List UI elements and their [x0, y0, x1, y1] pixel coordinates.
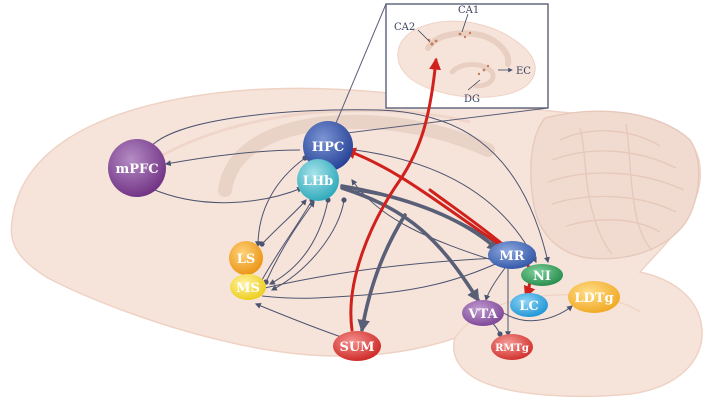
node-label-ls: LS	[237, 252, 256, 267]
arrow-lhb-sum	[357, 213, 407, 333]
node-label-vta: VTA	[467, 307, 498, 322]
node-label-lc: LC	[519, 299, 539, 314]
node-hpc[interactable]: HPC	[303, 121, 353, 171]
node-ldtg[interactable]: LDTg	[568, 281, 620, 313]
arrow-hpc-mpfc	[164, 149, 301, 167]
arrow-mr-hpc	[343, 147, 507, 250]
arrow-hpc-ni	[354, 149, 537, 264]
node-lc[interactable]: LC	[510, 293, 548, 317]
arrow-mr-vta	[484, 267, 506, 302]
arrow-lhb-ms-2	[270, 199, 345, 291]
node-label-lhb: LHb	[303, 174, 334, 189]
inset-label-dg: DG	[464, 94, 480, 105]
node-rmtg[interactable]: RMTg	[491, 334, 533, 360]
node-vta[interactable]: VTA	[462, 300, 504, 326]
arrow-lhb-mr	[340, 184, 500, 252]
node-label-ms: MS	[236, 281, 260, 296]
node-ni[interactable]: NI	[521, 264, 563, 286]
arrow-mr-lhb	[351, 179, 499, 263]
node-label-mr: MR	[499, 249, 524, 264]
brain-body	[10, 87, 703, 398]
arrow-mpfc-ni	[147, 109, 550, 264]
arrow-mpfc-lhb	[149, 187, 304, 204]
arrow-sum-inset	[349, 57, 442, 332]
inset-label-ca2: CA2	[394, 22, 415, 33]
arrow-lhb-ms	[268, 199, 329, 285]
node-ms[interactable]: MS	[230, 274, 266, 300]
node-label-sum: SUM	[339, 340, 374, 355]
node-label-hpc: HPC	[312, 140, 344, 155]
arrow-vta-ldtg	[501, 305, 573, 322]
arrow-ms-lhb	[265, 201, 315, 283]
inset-label-ec: EC	[516, 66, 531, 77]
brain-outline	[10, 87, 703, 398]
node-mr[interactable]: MR	[488, 241, 536, 269]
node-label-ni: NI	[533, 269, 551, 284]
node-sum[interactable]: SUM	[333, 331, 381, 361]
inset-label-ca1: CA1	[458, 5, 479, 16]
node-mpfc[interactable]: mPFC	[108, 139, 166, 197]
node-label-ldtg: LDTg	[574, 291, 613, 306]
cerebellum	[530, 110, 700, 260]
arrow-hpc-ls	[255, 157, 306, 248]
inset-connector	[330, 3, 549, 136]
node-lhb[interactable]: LHb	[297, 159, 339, 201]
thick-connections	[340, 184, 500, 333]
arrow-lhb-vta	[340, 186, 480, 303]
node-ls[interactable]: LS	[229, 241, 263, 275]
nodes: mPFC HPC LHb LS MS MR NI LC	[108, 121, 620, 361]
node-label-mpfc: mPFC	[115, 162, 158, 177]
arrow-ls-lhb	[261, 199, 307, 245]
node-label-rmtg: RMTg	[495, 343, 529, 354]
hippocampus-inset: CA2 CA1 EC DG	[385, 3, 549, 109]
